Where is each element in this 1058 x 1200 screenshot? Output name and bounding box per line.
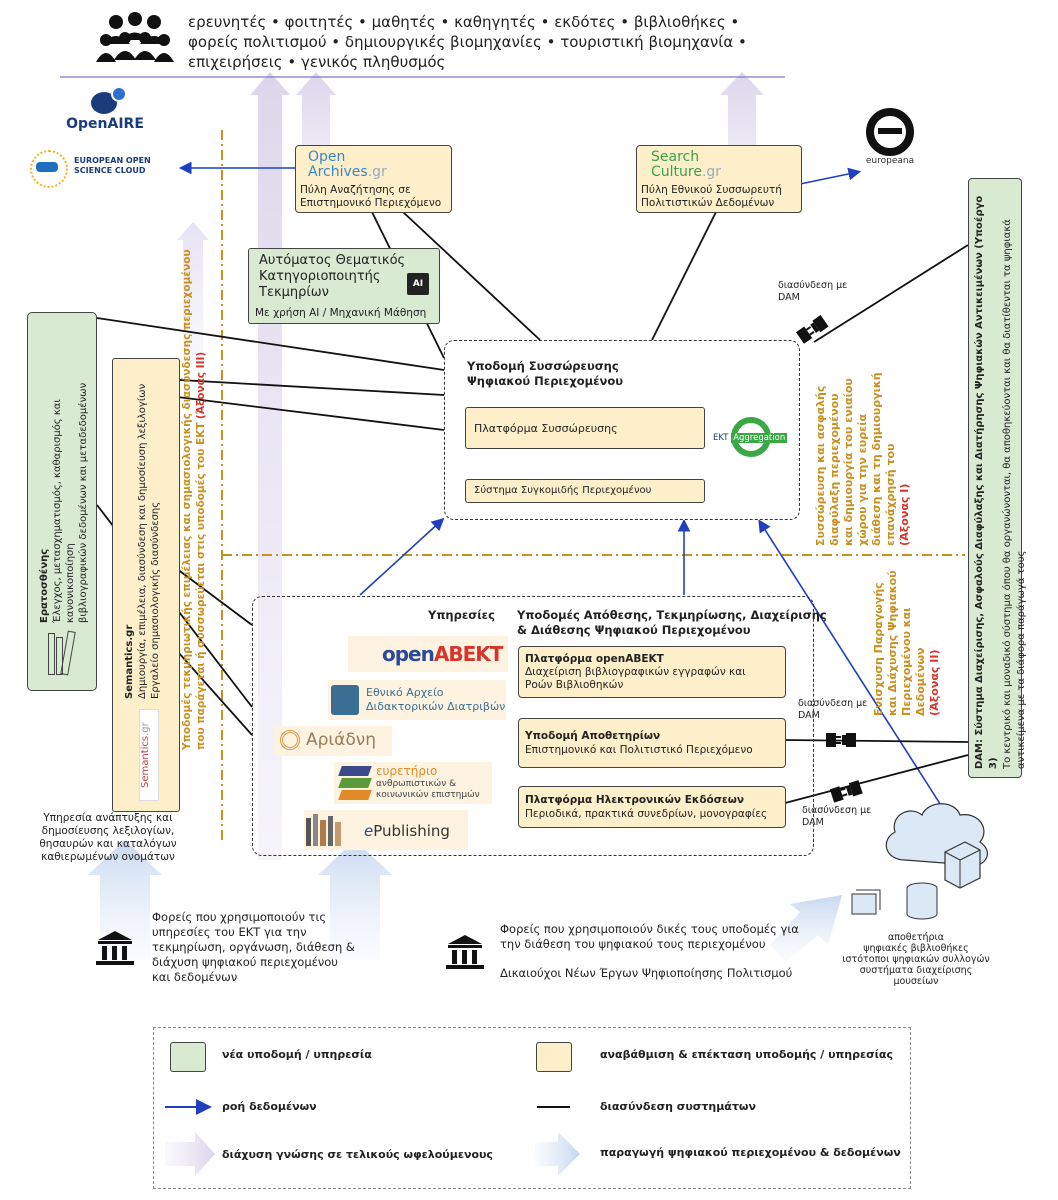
legend-diffusion-label: διάχυση γνώσης σε τελικούς ωφελούμενους: [222, 1148, 493, 1161]
searchculture-logo: Search Culture.gr: [651, 149, 722, 180]
legend-production-arrow: [535, 1132, 580, 1176]
legend-green-swatch: [170, 1042, 206, 1072]
repos-caption: αποθετήρια ψηφιακές βιβλιοθήκες ιστότοπο…: [842, 932, 990, 987]
openabekt-platform-box: Πλατφόρμα openABEKT Διαχείριση βιβλιογρα…: [518, 646, 786, 698]
ai-chip-icon: AI: [407, 273, 429, 295]
openaire-icon: [85, 86, 127, 116]
harvesting-system-box: Σύστημα Συγκομιδής Περιεχομένου: [465, 479, 705, 503]
ariadni-logo: Αριάδνη: [274, 726, 392, 756]
didaktorika-logo: Εθνικό Αρχείο Διδακτορικών Διατριβών: [328, 680, 506, 720]
people-icon: [96, 12, 174, 62]
bookshelf-icon: [306, 814, 356, 846]
evretirio-logo: ευρετήριο ανθρωπιστικών & κοινωνικών επι…: [334, 762, 492, 804]
bodies-own-infra: Φορείς που χρησιμοποιούν δικές τους υποδ…: [500, 922, 799, 980]
axis-3-label: Υποδομές τεκμηριωτικής επιμέλειας και ση…: [181, 249, 207, 750]
searchculture-box: Search Culture.gr Πύλη Εθνικού Συσσωρευτ…: [636, 145, 802, 213]
audience-list: ερευνητές • φοιτητές • μαθητές • καθηγητ…: [188, 12, 747, 72]
eosc-icon: [30, 150, 68, 188]
legend-upgrade-label: αναβάθμιση & επέκταση υποδομής / υπηρεσί…: [600, 1048, 894, 1061]
dam-link-label: διασύνδεση με DAM: [778, 280, 848, 303]
legend-production-label: παραγωγή ψηφιακού περιεχομένου & δεδομέν…: [600, 1146, 901, 1159]
europeana-icon: [866, 108, 914, 156]
stack-icon: [338, 766, 372, 800]
repositories-box: Υποδομή Αποθετηρίων Επιστημονικό και Πολ…: [518, 718, 786, 768]
legend-new-label: νέα υποδομή / υπηρεσία: [222, 1048, 372, 1061]
aggregation-platform-box: Πλατφόρμα Συσσώρευσης: [465, 407, 705, 449]
audience-line: ερευνητές • φοιτητές • μαθητές • καθηγητ…: [188, 13, 740, 31]
aggregation-infrastructure: Υποδομή Συσσώρευσης Ψηφιακού Περιεχομένο…: [444, 340, 800, 520]
semantics-box: Semantics.gr Δημιουργία, επιμέλεια, διασ…: [112, 358, 180, 812]
legend-yellow-swatch: [536, 1042, 572, 1072]
legend-diffusion-arrow: [165, 1132, 215, 1176]
spiral-icon: [280, 730, 300, 750]
semantics-caption: Υπηρεσία ανάπτυξης και δημοσίευσης λεξιλ…: [39, 812, 177, 863]
classifier-box: Αυτόματος Θεματικός Κατηγοριοποιητής Τεκ…: [248, 248, 440, 324]
services-label: Υπηρεσίες: [428, 608, 495, 622]
dam-link-label: διασύνδεση με DAM: [802, 805, 872, 828]
eratosthenis-title: Ερατοσθένης: [39, 548, 50, 623]
institution-icon: [446, 934, 484, 970]
dam-link-label: διασύνδεση με DAM: [798, 698, 868, 721]
database-icon: [851, 882, 938, 920]
openabekt-logo: openABEKT: [348, 636, 508, 672]
europeana-logo: europeana: [860, 108, 920, 166]
openarchives-logo: Open Archives.gr: [308, 149, 387, 180]
epublishing-logo: ePublishing: [304, 810, 468, 850]
semantics-title: Semantics.gr: [124, 624, 135, 699]
openaire-logo: OpenAIRE: [50, 86, 160, 132]
legend-flow-label: ροή δεδομένων: [222, 1100, 317, 1113]
semantics-logo: Semantics.gr: [139, 709, 159, 801]
axis-1-label: Συσσώρευση και ασφαλής διαφύλαξη περιεχο…: [814, 372, 911, 546]
ekt-aggregation-logo: EKT Aggregation: [713, 433, 788, 443]
aggregation-title: Ψηφιακού Περιεχομένου: [467, 374, 623, 388]
institution-icon: [96, 930, 134, 966]
epublishing-platform-box: Πλατφόρμα Ηλεκτρονικών Εκδόσεων Περιοδικ…: [518, 786, 786, 828]
infra-title: Υποδομές Απόθεσης, Τεκμηρίωσης, Διαχείρι…: [517, 608, 827, 637]
plug-icon: [795, 315, 863, 803]
cloud-icon: [885, 803, 988, 889]
legend-link-label: διασύνδεση συστημάτων: [600, 1100, 756, 1113]
eratosthenis-box: Ερατοσθένης Έλεγχος, μετασχηματισμός, κα…: [27, 312, 97, 691]
aggregation-title: Υποδομή Συσσώρευσης: [467, 359, 619, 373]
eosc-logo: EUROPEAN OPEN SCIENCE CLOUD: [30, 150, 180, 188]
document-icon: [331, 685, 359, 715]
books-icon: [46, 630, 76, 676]
flow-arrows: [178, 161, 945, 811]
audience-line: φορείς πολιτισμού • δημιουργικές βιομηχα…: [188, 33, 747, 51]
dam-box: DAM: Σύστημα Διαχείρισης, Ασφαλούς Διαφύ…: [968, 178, 1027, 778]
audience-line: επιχειρήσεις • γενικός πληθυσμός: [188, 53, 446, 71]
production-arrows: [88, 840, 842, 962]
legend: [153, 1027, 911, 1189]
axis-2-label: Ενίσχυση Παραγωγής και Διάχυσης Ψηφιακού…: [872, 570, 941, 716]
bodies-using-ekt-services: Φορείς που χρησιμοποιούν τις υπηρεσίες τ…: [152, 910, 355, 984]
openarchives-box: Open Archives.gr Πύλη Αναζήτησης σε Επισ…: [295, 145, 452, 213]
deposit-infrastructure: [252, 596, 814, 856]
